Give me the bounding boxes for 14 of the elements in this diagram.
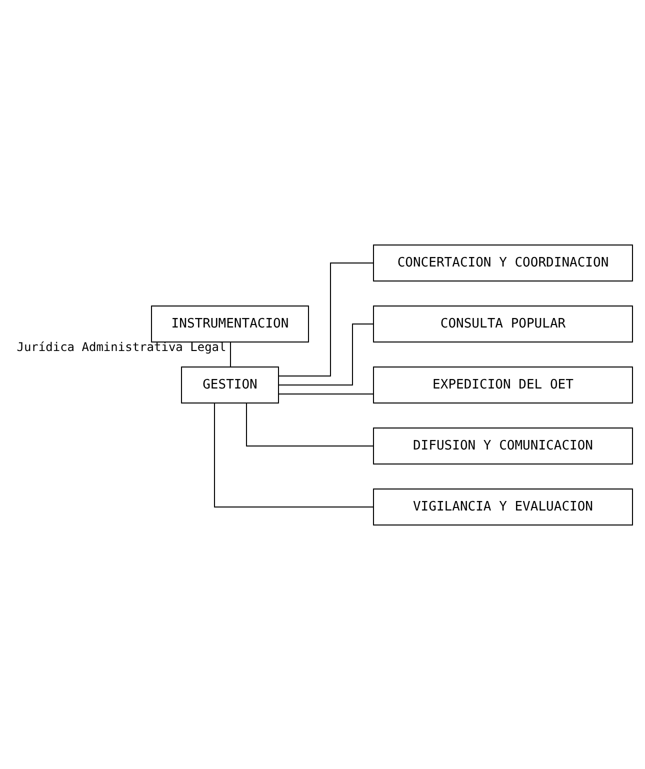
node-box: DIFUSION Y COMUNICACION	[373, 427, 633, 464]
node-box: CONSULTA POPULAR	[373, 305, 633, 342]
connector	[278, 393, 374, 394]
node-box: INSTRUMENTACION	[151, 305, 309, 342]
connector	[246, 402, 374, 446]
connector	[278, 262, 374, 376]
node-box: VIGILANCIA Y EVALUACION	[373, 488, 633, 525]
connector	[278, 323, 374, 385]
node-box: GESTION	[181, 366, 279, 403]
connector	[230, 341, 231, 367]
node-box: EXPEDICION DEL OET	[373, 366, 633, 403]
connector	[214, 402, 374, 507]
edge-label: Jurídica Administrativa Legal	[16, 340, 226, 354]
node-box: CONCERTACION Y COORDINACION	[373, 244, 633, 281]
